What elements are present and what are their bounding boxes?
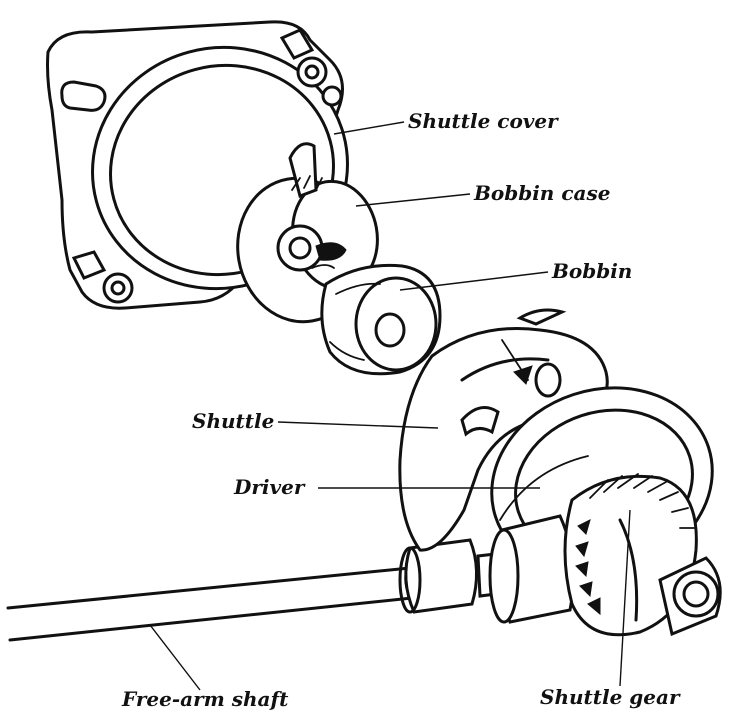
label-bobbin: Bobbin [551,259,632,283]
label-shuttle-gear: Shuttle gear [540,685,681,709]
free-arm-shaft [6,538,514,642]
leader-shuttle-cover [333,121,405,135]
leader-bobbin [399,271,549,291]
label-shuttle-cover: Shuttle cover [408,109,559,133]
leader-shuttle [277,421,439,429]
leader-free-arm-shaft [149,624,201,691]
shuttle-gear [563,473,722,637]
label-driver: Driver [233,475,306,499]
leader-bobbin-case [355,193,471,207]
label-free-arm-shaft: Free-arm shaft [121,687,289,711]
leader-lines [149,121,631,691]
leader-shuttle-gear [619,509,631,687]
label-bobbin-case: Bobbin case [473,181,610,205]
driver-hub [488,514,575,624]
bobbin [320,263,442,376]
label-shuttle: Shuttle [192,409,274,433]
shuttle [398,308,609,552]
